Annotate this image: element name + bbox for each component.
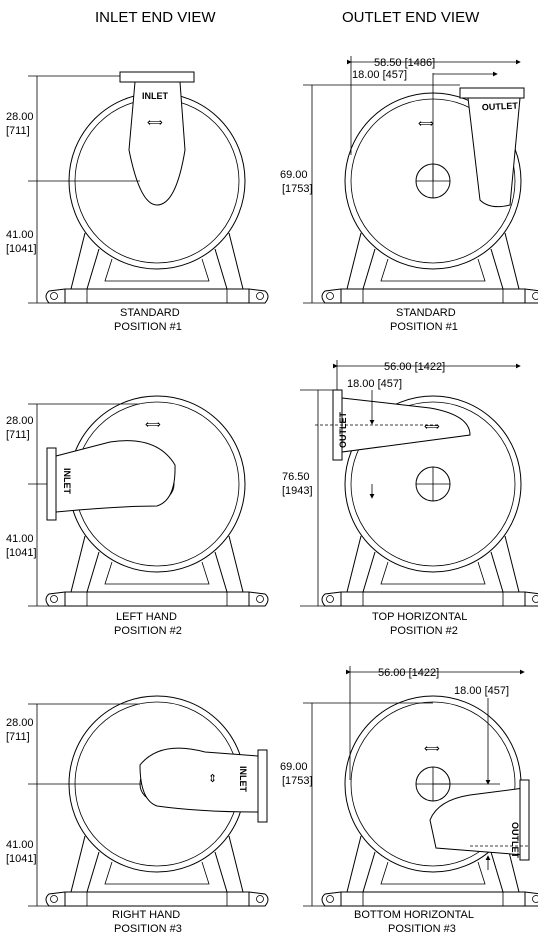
dimension-lower-mm: [1041] <box>6 243 37 255</box>
outlet-view-standard: OUTLET ⟺ 58.50 [1486] 18.00 [457] 69.00 … <box>280 56 538 333</box>
dimension-width: 56.00 [1422] <box>378 667 439 679</box>
flow-arrow: ⟺ <box>145 419 161 431</box>
dimension-width: 58.50 [1486] <box>374 57 435 69</box>
dimension-lower: 41.00 <box>6 533 34 545</box>
dimension-height-mm: [1943] <box>282 485 313 497</box>
outlet-column-header: OUTLET END VIEW <box>342 9 480 26</box>
outlet-flange <box>459 87 525 99</box>
dimension-height-mm: [1753] <box>282 183 313 195</box>
view-caption-line2: POSITION #1 <box>114 321 182 333</box>
dimension-height: 69.00 <box>280 169 308 181</box>
dimension-upper-mm: [711] <box>6 731 30 743</box>
view-caption-line1: TOP HORIZONTAL <box>372 611 467 623</box>
dimension-offset: 18.00 [457] <box>347 378 402 390</box>
view-caption-line1: BOTTOM HORIZONTAL <box>354 909 474 921</box>
outlet-view-top-horizontal: OUTLET ⟺ 56.00 [1422] 18.00 [457] 76.50 … <box>282 360 538 637</box>
view-caption-line1: STANDARD <box>120 307 180 319</box>
dimension-upper: 28.00 <box>6 111 34 123</box>
outlet-duct <box>429 787 525 856</box>
view-caption-line1: LEFT HAND <box>116 611 177 623</box>
inlet-duct <box>55 440 176 513</box>
inlet-column-header: INLET END VIEW <box>95 9 216 26</box>
outlet-flange <box>519 779 530 861</box>
outlet-tag: OUTLET <box>338 412 348 448</box>
outlet-duct <box>467 97 521 208</box>
inlet-flange <box>46 447 57 521</box>
inlet-duct <box>139 747 259 813</box>
inlet-tag: INLET <box>62 468 72 495</box>
view-caption-line2: POSITION #1 <box>390 321 458 333</box>
inlet-view-right-hand: INLET ⇕ 28.00 [711] 41.00 [1041] RIGHT H… <box>6 695 269 935</box>
inlet-tag: INLET <box>142 91 169 101</box>
dimension-upper-mm: [711] <box>6 125 30 137</box>
dimension-lower-mm: [1041] <box>6 547 37 559</box>
dimension-height-mm: [1753] <box>282 775 313 787</box>
view-caption-line2: POSITION #2 <box>114 625 182 637</box>
view-caption-line1: STANDARD <box>396 307 456 319</box>
inlet-flange <box>119 71 195 83</box>
inlet-view-left-hand: INLET ⟺ 28.00 [711] 41.00 [1041] LEFT HA… <box>6 395 269 637</box>
dimension-offset: 18.00 [457] <box>454 685 509 697</box>
dimension-lower: 41.00 <box>6 839 34 851</box>
dimension-upper: 28.00 <box>6 415 34 427</box>
view-caption-line1: RIGHT HAND <box>112 909 180 921</box>
flow-arrow: ⟺ <box>147 117 163 129</box>
flow-arrow: ⟺ <box>418 118 434 130</box>
view-caption-line2: POSITION #3 <box>388 923 456 935</box>
dimension-lower-mm: [1041] <box>6 853 37 865</box>
view-caption-line2: POSITION #2 <box>390 625 458 637</box>
dimension-height: 76.50 <box>282 471 310 483</box>
flow-arrow: ⟺ <box>424 421 440 433</box>
outlet-tag: OUTLET <box>510 822 520 858</box>
view-caption-line2: POSITION #3 <box>114 923 182 935</box>
outlet-view-bottom-horizontal: OUTLET ⟺ 56.00 [1422] 18.00 [457] 69.00 … <box>280 666 538 935</box>
dimension-upper: 28.00 <box>6 717 34 729</box>
inlet-view-standard: INLET ⟺ 28.00 [711] 41.00 [1041] STANDAR… <box>6 71 269 333</box>
flow-arrow: ⇕ <box>208 773 217 785</box>
inlet-flange <box>257 749 268 823</box>
dimension-offset: 18.00 [457] <box>352 69 407 81</box>
dimension-upper-mm: [711] <box>6 429 30 441</box>
flow-arrow: ⟺ <box>424 743 440 755</box>
inlet-duct <box>128 81 186 206</box>
inlet-tag: INLET <box>238 766 248 793</box>
outlet-tag: OUTLET <box>482 101 519 113</box>
dimension-lower: 41.00 <box>6 229 34 241</box>
dimension-width: 56.00 [1422] <box>384 361 445 373</box>
dimension-height: 69.00 <box>280 761 308 773</box>
